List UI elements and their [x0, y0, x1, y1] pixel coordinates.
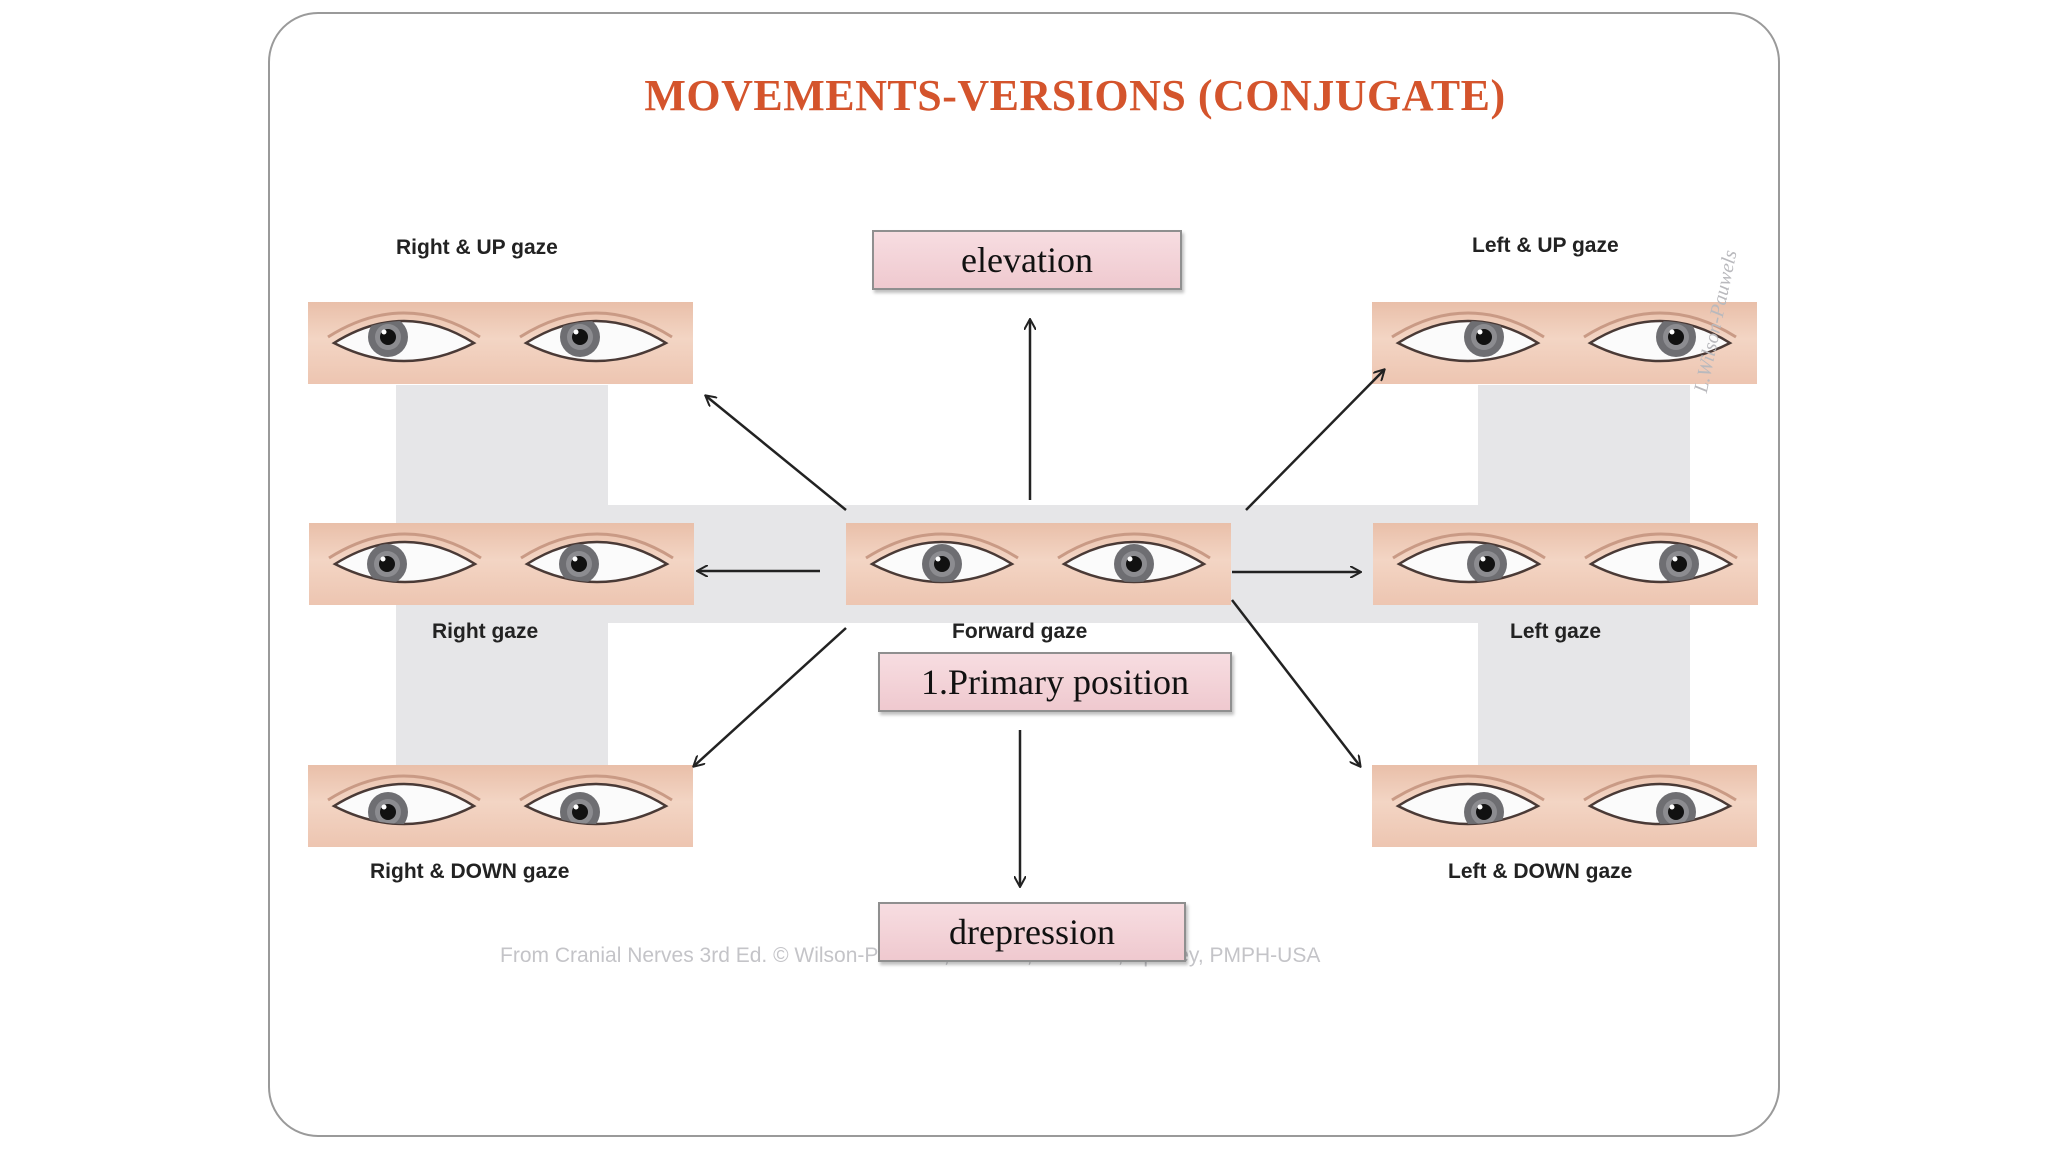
eye-pair-drawing [328, 532, 674, 584]
eye-pair-drawing [1392, 532, 1738, 584]
tag-elevation: elevation [872, 230, 1182, 290]
label-right-down-gaze: Right & DOWN gaze [370, 860, 570, 883]
eye-pair-drawing [327, 774, 673, 826]
label-right-up-gaze: Right & UP gaze [396, 236, 558, 259]
eye-pair-drawing [1391, 311, 1737, 363]
label-left-down-gaze: Left & DOWN gaze [1448, 860, 1633, 883]
eyes-right-down [308, 765, 693, 847]
eyes-left-up [1372, 302, 1757, 384]
label-left-gaze: Left gaze [1510, 620, 1602, 643]
eyes-left [1373, 523, 1758, 605]
arrow-down-left [694, 627, 847, 766]
eyes-left-down [1372, 765, 1757, 847]
label-forward-gaze: Forward gaze [952, 620, 1088, 643]
tag-primary-position: 1.Primary position [878, 652, 1232, 712]
tag-depression: drepression [878, 902, 1186, 962]
label-right-gaze: Right gaze [432, 620, 539, 643]
eye-pair-drawing [1391, 774, 1737, 826]
eye-pair-drawing [327, 311, 673, 363]
eyes-right-up [308, 302, 693, 384]
eye-pair-drawing [865, 532, 1211, 584]
eyes-forward [846, 523, 1231, 605]
eyes-right [309, 523, 694, 605]
arrow-down-right [1231, 599, 1360, 766]
arrow-up-right [1245, 370, 1384, 511]
arrow-up-left [706, 396, 847, 511]
label-left-up-gaze: Left & UP gaze [1472, 234, 1619, 257]
slide-title: MOVEMENTS-VERSIONS (CONJUGATE) [644, 71, 1506, 120]
